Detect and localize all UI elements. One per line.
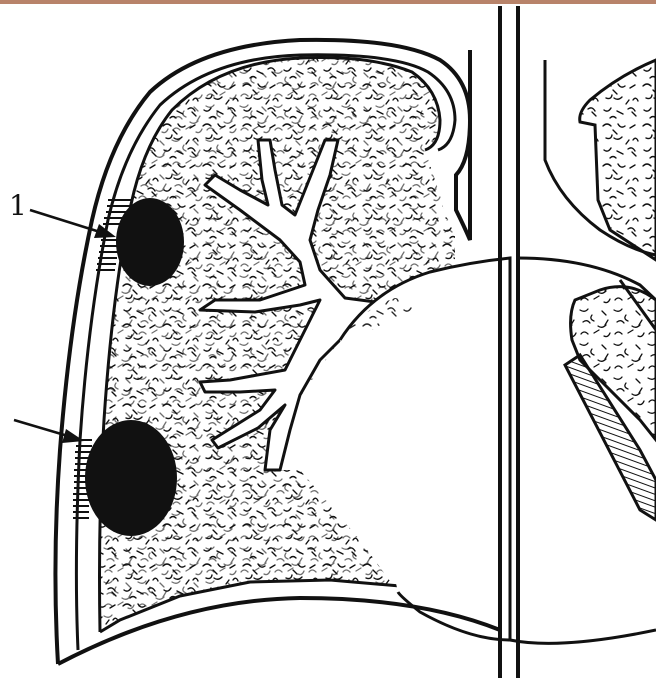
callout-label-1: 1 [9, 192, 27, 220]
lesion-upper [116, 198, 184, 286]
lesion-lower [85, 420, 177, 536]
contralateral-lung-upper [580, 60, 656, 260]
arrow-lower [14, 420, 84, 443]
